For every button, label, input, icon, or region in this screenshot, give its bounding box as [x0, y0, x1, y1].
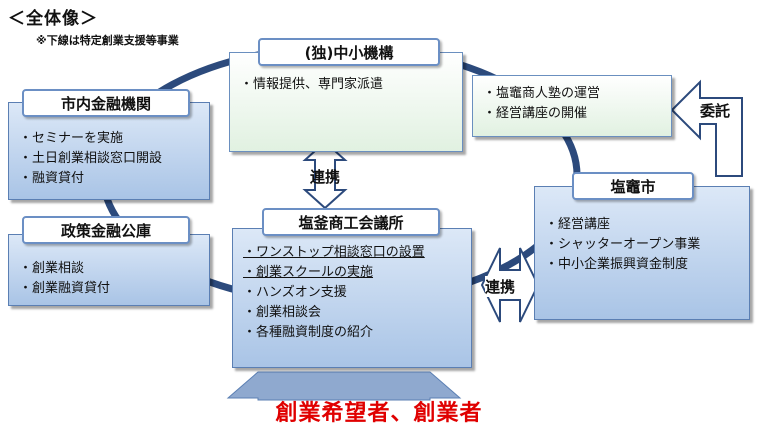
seisaku-box: ・創業相談 ・創業融資貸付: [8, 234, 210, 306]
shinai-item: ・土日創業相談窓口開設: [19, 151, 163, 166]
shokokai-box: ・ワンストップ相談窓口の設置 ・創業スクールの実施 ・ハンズオン支援 ・創業相談…: [232, 228, 472, 368]
itaku-arrow: [670, 79, 743, 177]
bottom-up-arrow: [226, 371, 462, 401]
shinai-box: ・セミナーを実施 ・土日創業相談窓口開設 ・融資貸付: [8, 102, 210, 200]
shokokai-item: ・創業スクールの実施: [243, 265, 374, 280]
shiogama-item: ・中小企業振興資金制度: [545, 257, 689, 272]
shokokai-title: 塩釜商工会議所: [262, 208, 440, 236]
shinai-item: ・融資貸付: [19, 171, 85, 186]
itaku-label: 委託: [700, 102, 731, 120]
shinai-item: ・セミナーを実施: [19, 131, 124, 146]
shiogama-box: ・経営講座 ・シャッターオープン事業 ・中小企業振興資金制度: [534, 186, 750, 320]
seisaku-title: 政策金融公庫: [22, 216, 190, 244]
dokusho-box: ・情報提供、専門家派遣: [229, 52, 463, 152]
dokusho-right-box: ・塩竈商人塾の運営 ・経営講座の開催: [472, 75, 672, 137]
seisaku-item: ・創業融資貸付: [19, 281, 111, 296]
shokokai-item: ・各種融資制度の紹介: [243, 325, 374, 340]
shokokai-item: ・ハンズオン支援: [243, 285, 347, 300]
renkei-center-label: 連携: [310, 168, 341, 186]
shinai-title: 市内金融機関: [22, 89, 190, 117]
renkei-right-label: 連携: [485, 276, 516, 297]
seisaku-item: ・創業相談: [19, 261, 85, 276]
underline-note: ※下線は特定創業支援等事業: [36, 34, 179, 47]
shokokai-item: ・ワンストップ相談窓口の設置: [243, 245, 425, 260]
shiogama-item: ・シャッターオープン事業: [545, 237, 701, 252]
dokusho-item: ・情報提供、専門家派遣: [240, 77, 384, 92]
dokusho-title: (独)中小機構: [258, 38, 440, 66]
bottom-target-text: 創業希望者、創業者: [275, 401, 483, 426]
shiogama-title: 塩竈市: [572, 172, 694, 200]
dokusho-right-item: ・塩竈商人塾の運営: [483, 86, 601, 101]
page-heading: ＜全体像＞: [8, 9, 98, 29]
shokokai-item: ・創業相談会: [243, 305, 322, 320]
shiogama-item: ・経営講座: [545, 217, 611, 232]
dokusho-right-item: ・経営講座の開催: [483, 106, 588, 121]
